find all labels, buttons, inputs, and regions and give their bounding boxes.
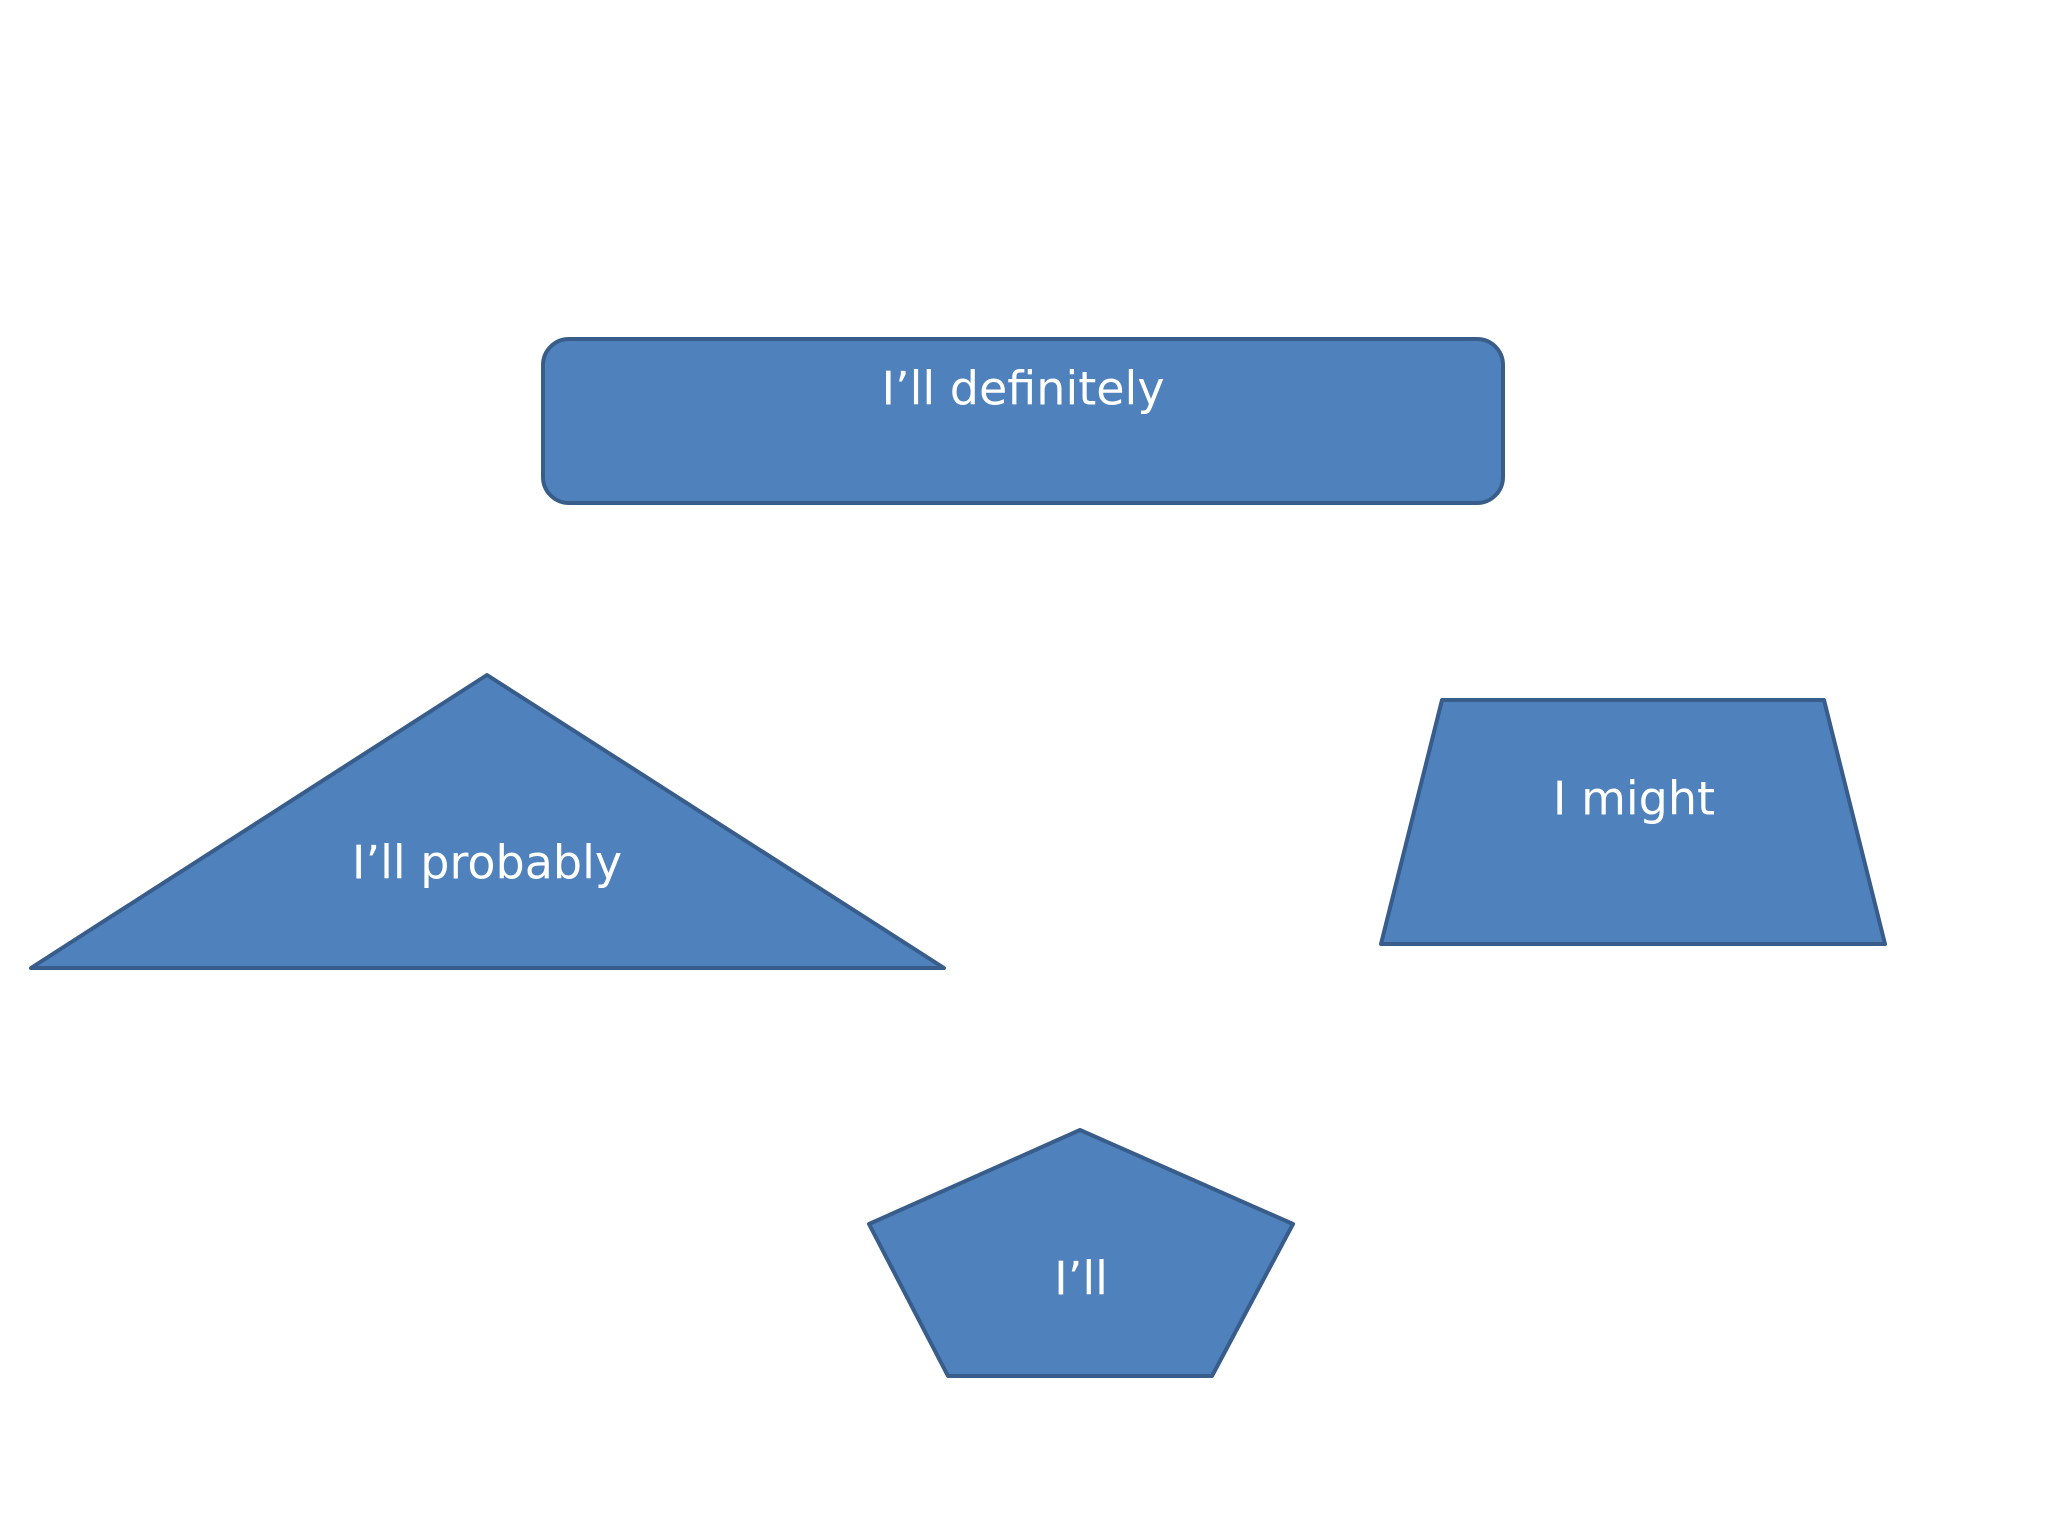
might-label: I might	[1553, 772, 1715, 826]
probably-triangle	[29, 673, 946, 970]
probably-shape[interactable]: I’ll probably	[29, 673, 946, 970]
definitely-label: I’ll definitely	[881, 362, 1164, 416]
might-shape[interactable]: I might	[1379, 698, 1887, 946]
will-pentagon	[867, 1128, 1295, 1378]
probably-label: I’ll probably	[352, 836, 622, 890]
definitely-shape[interactable]: I’ll definitely	[541, 337, 1505, 505]
will-label: I’ll	[1054, 1252, 1108, 1306]
might-trapezoid	[1379, 698, 1887, 946]
will-shape[interactable]: I’ll	[867, 1128, 1295, 1378]
definitely-box	[541, 337, 1505, 505]
